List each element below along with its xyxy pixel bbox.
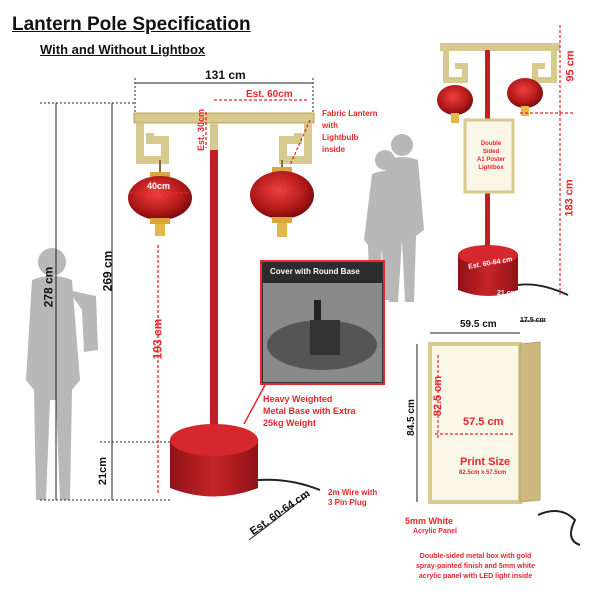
dim-est-60: Est. 60cm <box>246 89 293 100</box>
round-base <box>170 424 321 497</box>
lightbox-detail <box>428 341 581 546</box>
pole <box>210 150 218 435</box>
dim-lines-lightbox <box>416 320 545 502</box>
dim-height-21: 21cm <box>97 456 110 486</box>
lantern-right-1 <box>437 85 473 123</box>
dim-right-95: 95 cm <box>564 50 577 82</box>
dim-height-278: 278 cm <box>41 266 56 308</box>
dim-height-269: 269 cm <box>100 250 115 292</box>
lightbox-small <box>463 118 515 194</box>
top-gold-frame-right <box>440 43 560 83</box>
print-size-label: Print Size <box>460 456 511 468</box>
acrylic-label-2: Acrylic Panel <box>413 528 457 535</box>
callout-cover: Cover with Round Base <box>270 267 360 276</box>
print-size-value: 82.5cm x 57.5cm <box>459 470 507 476</box>
lantern-left <box>128 160 192 236</box>
callout-fabric-lantern: Fabric Lantern with Lightbulb inside <box>322 109 378 154</box>
cover-inset <box>260 260 385 385</box>
round-base-right <box>458 245 569 296</box>
dim-lightbox-print-width: 57.5 cm <box>463 416 504 428</box>
dim-right-21: 21 cm <box>497 290 517 297</box>
person-silhouette-left <box>26 248 98 500</box>
dim-lines-left <box>40 78 314 541</box>
callout-wire: 2m Wire with 3 Pin Plug <box>328 488 378 507</box>
lightbox-label-small: Double Sided A1 Poster Lightbox <box>477 141 506 171</box>
dim-lines-right-red <box>520 25 575 295</box>
page-subtitle: With and Without Lightbox <box>40 42 206 57</box>
lantern-right <box>250 160 314 237</box>
page-title: Lantern Pole Specification <box>12 14 251 35</box>
dim-lightbox-print-height: 82.5 cm <box>432 375 445 417</box>
top-gold-frame <box>133 112 315 164</box>
dim-lines-lightbox-red <box>435 355 515 440</box>
callout-arrows <box>243 384 266 425</box>
dim-height-193: 193 cm <box>150 318 165 360</box>
acrylic-label-1: 5mm White <box>405 516 454 526</box>
dim-est-30: Est. 30cm <box>196 108 207 152</box>
callout-heavy-base: Heavy Weighted Metal Base with Extra 25k… <box>263 394 356 428</box>
dim-lightbox-width: 59.5 cm <box>460 319 497 330</box>
dim-lightbox-depth: 17.5 cm <box>520 317 546 324</box>
lantern-right-2 <box>507 78 543 116</box>
dim-lines-left-red <box>130 99 311 495</box>
lightbox-description: Double-sided metal box with gold spray-p… <box>416 553 536 580</box>
dim-lightbox-height: 84.5 cm <box>405 399 417 436</box>
dim-lantern-40: 40cm <box>147 181 171 191</box>
dim-width-131: 131 cm <box>205 68 246 82</box>
dim-right-183: 183 cm <box>563 179 576 217</box>
